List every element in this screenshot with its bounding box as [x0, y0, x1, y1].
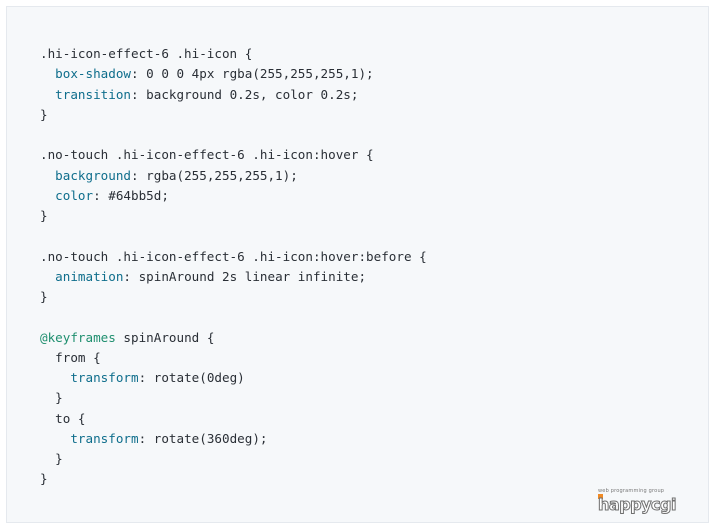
- code-text-token: [40, 431, 70, 446]
- at-rule-token: @keyframes: [40, 329, 116, 345]
- code-line: }: [40, 469, 427, 489]
- code-text-token: [40, 168, 55, 183]
- code-text-token: : spinAround 2s linear infinite;: [123, 268, 367, 284]
- code-text-token: : background 0.2s, color 0.2s;: [131, 86, 359, 102]
- code-text-token: .no-touch .hi-icon-effect-6 .hi-icon:hov…: [40, 248, 427, 264]
- css-property-token: transform: [70, 430, 139, 446]
- css-property-token: transform: [70, 370, 139, 385]
- code-text-token: : rgba(255,255,255,1);: [131, 167, 298, 183]
- code-text-token: [40, 269, 55, 284]
- logo-tagline: web programming group: [598, 488, 665, 494]
- css-property-token: color: [55, 187, 94, 203]
- code-line: }: [40, 105, 427, 125]
- code-text-token: }: [40, 451, 63, 466]
- code-line: transform: rotate(0deg): [40, 368, 427, 388]
- code-content: .hi-icon-effect-6 .hi-icon { box-shadow:…: [40, 44, 427, 490]
- css-property-token: transition: [55, 86, 131, 102]
- code-line: .no-touch .hi-icon-effect-6 .hi-icon:hov…: [40, 247, 427, 267]
- code-text-token: : rotate(0deg): [138, 370, 245, 385]
- code-line: }: [40, 388, 427, 408]
- happycgi-logo: web programming group happycgi: [598, 488, 698, 515]
- code-line: .hi-icon-effect-6 .hi-icon {: [40, 44, 427, 64]
- code-text-token: : #64bb5d;: [93, 187, 169, 203]
- code-line: animation: spinAround 2s linear infinite…: [40, 267, 427, 287]
- code-line: }: [40, 206, 427, 226]
- code-line: [40, 226, 427, 246]
- code-line: }: [40, 287, 427, 307]
- code-text-token: .no-touch .hi-icon-effect-6 .hi-icon:hov…: [40, 147, 374, 163]
- code-text-token: to {: [40, 410, 86, 426]
- code-line: to {: [40, 409, 427, 429]
- code-line: [40, 125, 427, 145]
- code-text-token: }: [40, 390, 63, 406]
- code-text-token: [40, 188, 55, 203]
- css-property-token: animation: [55, 268, 124, 284]
- code-line: .no-touch .hi-icon-effect-6 .hi-icon:hov…: [40, 145, 427, 165]
- code-line: transform: rotate(360deg);: [40, 429, 427, 449]
- code-text-token: [40, 66, 55, 81]
- code-text-token: from {: [40, 349, 101, 365]
- css-property-token: box-shadow: [55, 66, 131, 82]
- code-text-token: : 0 0 0 4px rgba(255,255,255,1);: [131, 66, 374, 82]
- code-text-token: }: [40, 289, 48, 304]
- code-line: }: [40, 449, 427, 469]
- code-line: background: rgba(255,255,255,1);: [40, 166, 427, 186]
- code-line: [40, 307, 427, 327]
- code-text-token: spinAround {: [115, 329, 215, 345]
- code-line: transition: background 0.2s, color 0.2s;: [40, 85, 427, 105]
- code-text-token: .hi-icon-effect-6 .hi-icon {: [40, 46, 253, 61]
- code-text-token: }: [40, 106, 48, 122]
- code-line: @keyframes spinAround {: [40, 328, 427, 348]
- code-text-token: : rotate(360deg);: [138, 430, 268, 446]
- logo-square-icon: [598, 494, 603, 499]
- code-text-token: }: [40, 208, 48, 223]
- code-text-token: [40, 87, 55, 102]
- logo-wordmark: happycgi: [598, 495, 677, 515]
- code-text-token: }: [40, 471, 48, 487]
- code-block: .hi-icon-effect-6 .hi-icon { box-shadow:…: [6, 6, 709, 523]
- code-line: from {: [40, 348, 427, 368]
- code-text-token: [40, 370, 70, 385]
- code-line: color: #64bb5d;: [40, 186, 427, 206]
- css-property-token: background: [55, 167, 131, 183]
- code-line: box-shadow: 0 0 0 4px rgba(255,255,255,1…: [40, 64, 427, 84]
